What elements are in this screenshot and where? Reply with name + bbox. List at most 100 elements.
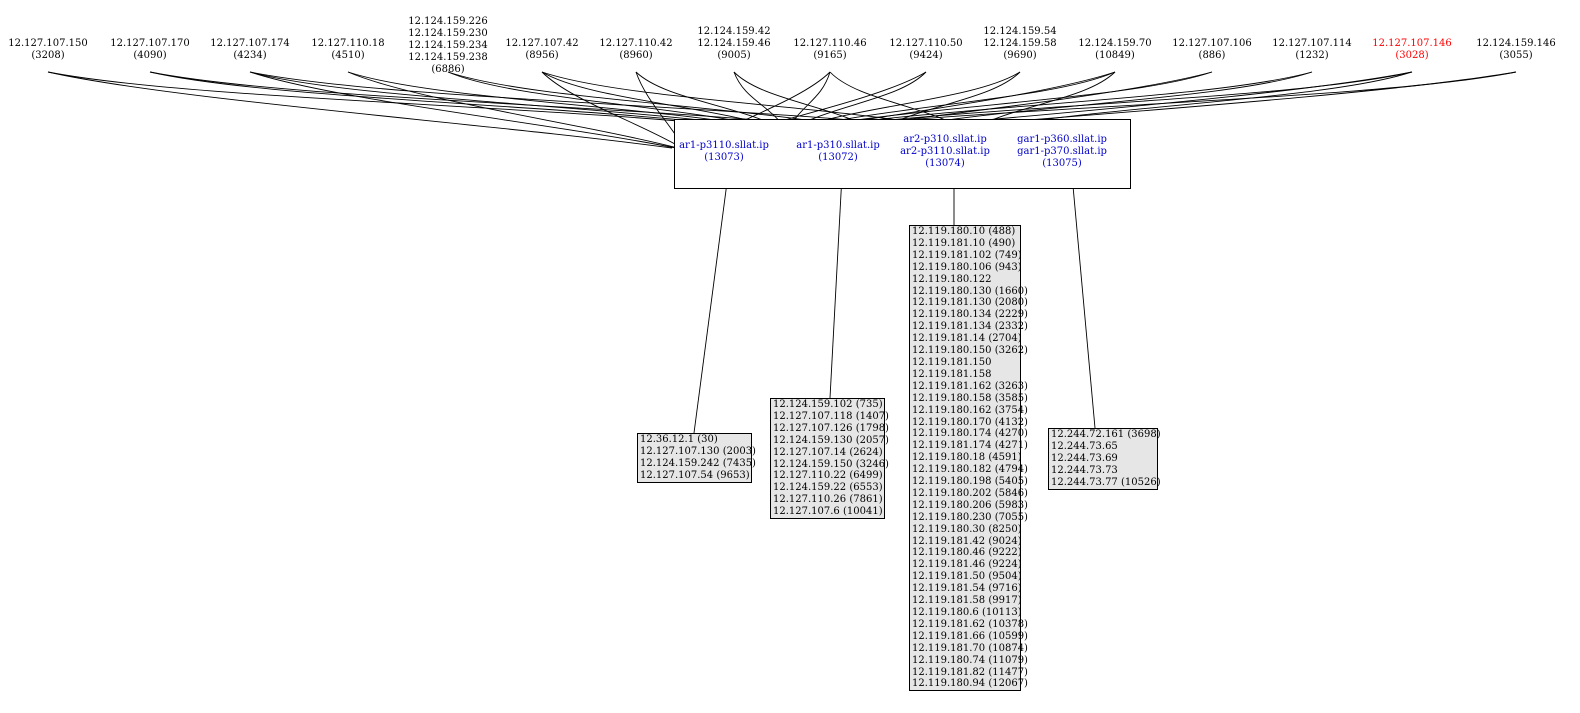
peer-address: 12.127.110.42 [599, 38, 673, 49]
peer-address: 12.127.110.50 [889, 38, 963, 49]
peer-node: 12.127.110.42(8960) [599, 38, 672, 62]
group-address: 12.124.159.242 (7435) [640, 457, 756, 469]
peer-node: 12.127.107.42(8956) [505, 38, 578, 62]
peer-node: 12.127.110.18(4510) [311, 38, 384, 62]
group-address: 12.119.180.30 (8250) [912, 523, 1022, 535]
group-address: 12.119.180.10 (488) [912, 226, 1016, 237]
peer-asn: (1232) [1295, 50, 1329, 61]
peer-node: 12.127.107.174(4234) [210, 38, 290, 62]
router-node: ar1-p3110.sllat.ip(13073) [679, 140, 769, 164]
address-group-box: 12.36.12.1 (30)12.127.107.130 (2003)12.1… [637, 433, 756, 483]
peer-node: 12.124.159.146(3055) [1476, 38, 1556, 62]
peer-router-edge [541, 71, 683, 149]
group-address: 12.36.12.1 (30) [640, 434, 718, 445]
group-address: 12.119.181.50 (9504) [912, 571, 1022, 583]
router-hostname: ar2-p310.sllat.ip [903, 134, 987, 145]
peer-router-edge [249, 71, 677, 149]
peer-asn: (4090) [133, 50, 167, 61]
peer-asn: (4234) [233, 50, 267, 61]
router-asn: (13074) [925, 158, 965, 169]
group-address: 12.119.181.150 [912, 356, 992, 368]
router-asn: (13075) [1042, 158, 1082, 169]
peer-node: 12.127.110.46(9165) [793, 38, 866, 62]
group-address: 12.119.180.134 (2229) [912, 309, 1028, 321]
peer-asn: (9690) [1003, 50, 1037, 61]
peer-node: 12.127.110.50(9424) [889, 38, 962, 62]
peer-asn: (3208) [31, 50, 65, 61]
peer-address: 12.124.159.238 [408, 52, 488, 63]
group-address: 12.119.180.94 (12067) [912, 678, 1028, 690]
peer-node: 12.127.107.170(4090) [110, 38, 190, 62]
group-address: 12.119.181.58 (9917) [912, 595, 1022, 607]
peer-asn: (9165) [813, 50, 847, 61]
peer-asn: (8960) [619, 50, 653, 61]
group-address: 12.119.180.150 (3262) [912, 345, 1028, 357]
group-address: 12.119.181.158 [912, 368, 992, 380]
group-address: 12.127.110.26 (7861) [773, 494, 883, 506]
group-address: 12.119.180.18 (4591) [912, 452, 1022, 464]
group-address: 12.119.181.174 (4271) [912, 440, 1028, 452]
router-asn: (13073) [704, 152, 744, 163]
group-address: 12.124.159.130 (2057) [773, 434, 889, 446]
group-address: 12.119.180.162 (3754) [912, 404, 1028, 416]
peer-address: 12.124.159.226 [408, 16, 488, 27]
group-address: 12.119.181.70 (10874) [912, 642, 1028, 654]
peer-asn: (9005) [717, 50, 751, 61]
peer-address: 12.124.159.146 [1476, 38, 1556, 49]
group-address: 12.119.181.42 (9024) [912, 535, 1022, 547]
group-address: 12.119.180.198 (5405) [912, 476, 1028, 488]
group-address: 12.127.107.14 (2624) [773, 446, 883, 458]
peer-address: 12.127.107.146 [1372, 38, 1452, 49]
peer-node: 12.127.107.150(3208) [8, 38, 88, 62]
group-address: 12.119.181.66 (10599) [912, 630, 1028, 642]
peer-router-edge [47, 71, 673, 149]
group-address: 12.119.180.202 (5846) [912, 487, 1028, 499]
group-address: 12.119.181.54 (9716) [912, 583, 1022, 595]
router-hostname: gar1-p360.sllat.ip [1017, 134, 1107, 145]
group-address: 12.119.181.82 (11477) [912, 666, 1028, 678]
peer-address: 12.127.107.106 [1172, 38, 1252, 49]
group-address: 12.119.181.162 (3263) [912, 380, 1028, 392]
peer-node: 12.127.107.146(3028) [1372, 38, 1452, 62]
peer-router-edge [347, 71, 679, 149]
group-address: 12.119.180.74 (11079) [912, 654, 1028, 666]
group-address: 12.244.73.69 [1051, 452, 1118, 464]
peer-asn: (8956) [525, 50, 559, 61]
group-address: 12.119.181.102 (749) [912, 249, 1022, 261]
peer-address: 12.124.159.54 [983, 26, 1057, 37]
group-address: 12.119.181.14 (2704) [912, 333, 1022, 345]
peer-asn: (9424) [909, 50, 943, 61]
peer-asn: (6886) [431, 64, 465, 75]
group-address: 12.119.180.46 (9222) [912, 547, 1022, 559]
peer-address: 12.127.107.150 [8, 38, 88, 49]
peer-node: 12.124.159.70(10849) [1078, 38, 1151, 62]
peer-address: 12.124.159.46 [697, 38, 771, 49]
group-address: 12.119.181.134 (2332) [912, 321, 1028, 333]
group-address: 12.127.107.118 (1407) [773, 410, 889, 422]
group-address: 12.127.107.54 (9653) [640, 469, 750, 481]
peer-address: 12.127.107.170 [110, 38, 190, 49]
router-hostname: ar2-p3110.sllat.ip [900, 146, 990, 157]
group-address: 12.244.72.161 (3698) [1051, 429, 1161, 440]
router-cluster-box [674, 119, 1131, 189]
group-address: 12.124.159.150 (3246) [773, 458, 889, 470]
group-address: 12.119.180.122 [912, 273, 992, 285]
address-group-box: 12.119.180.10 (488)12.119.181.10 (490)12… [909, 225, 1028, 692]
peer-address: 12.124.159.230 [408, 28, 488, 39]
router-hostname: gar1-p370.sllat.ip [1017, 146, 1107, 157]
peer-address: 12.127.107.114 [1272, 38, 1352, 49]
peer-address: 12.127.107.174 [210, 38, 290, 49]
group-address: 12.244.73.65 [1051, 440, 1118, 452]
router-hostname: ar1-p3110.sllat.ip [679, 140, 769, 151]
peer-router-edge [47, 71, 773, 131]
group-address: 12.127.107.126 (1798) [773, 422, 889, 434]
group-address: 12.127.107.130 (2003) [640, 445, 756, 457]
group-address: 12.119.181.46 (9224) [912, 559, 1022, 571]
address-group-box: 12.124.159.102 (735)12.127.107.118 (1407… [770, 398, 889, 520]
